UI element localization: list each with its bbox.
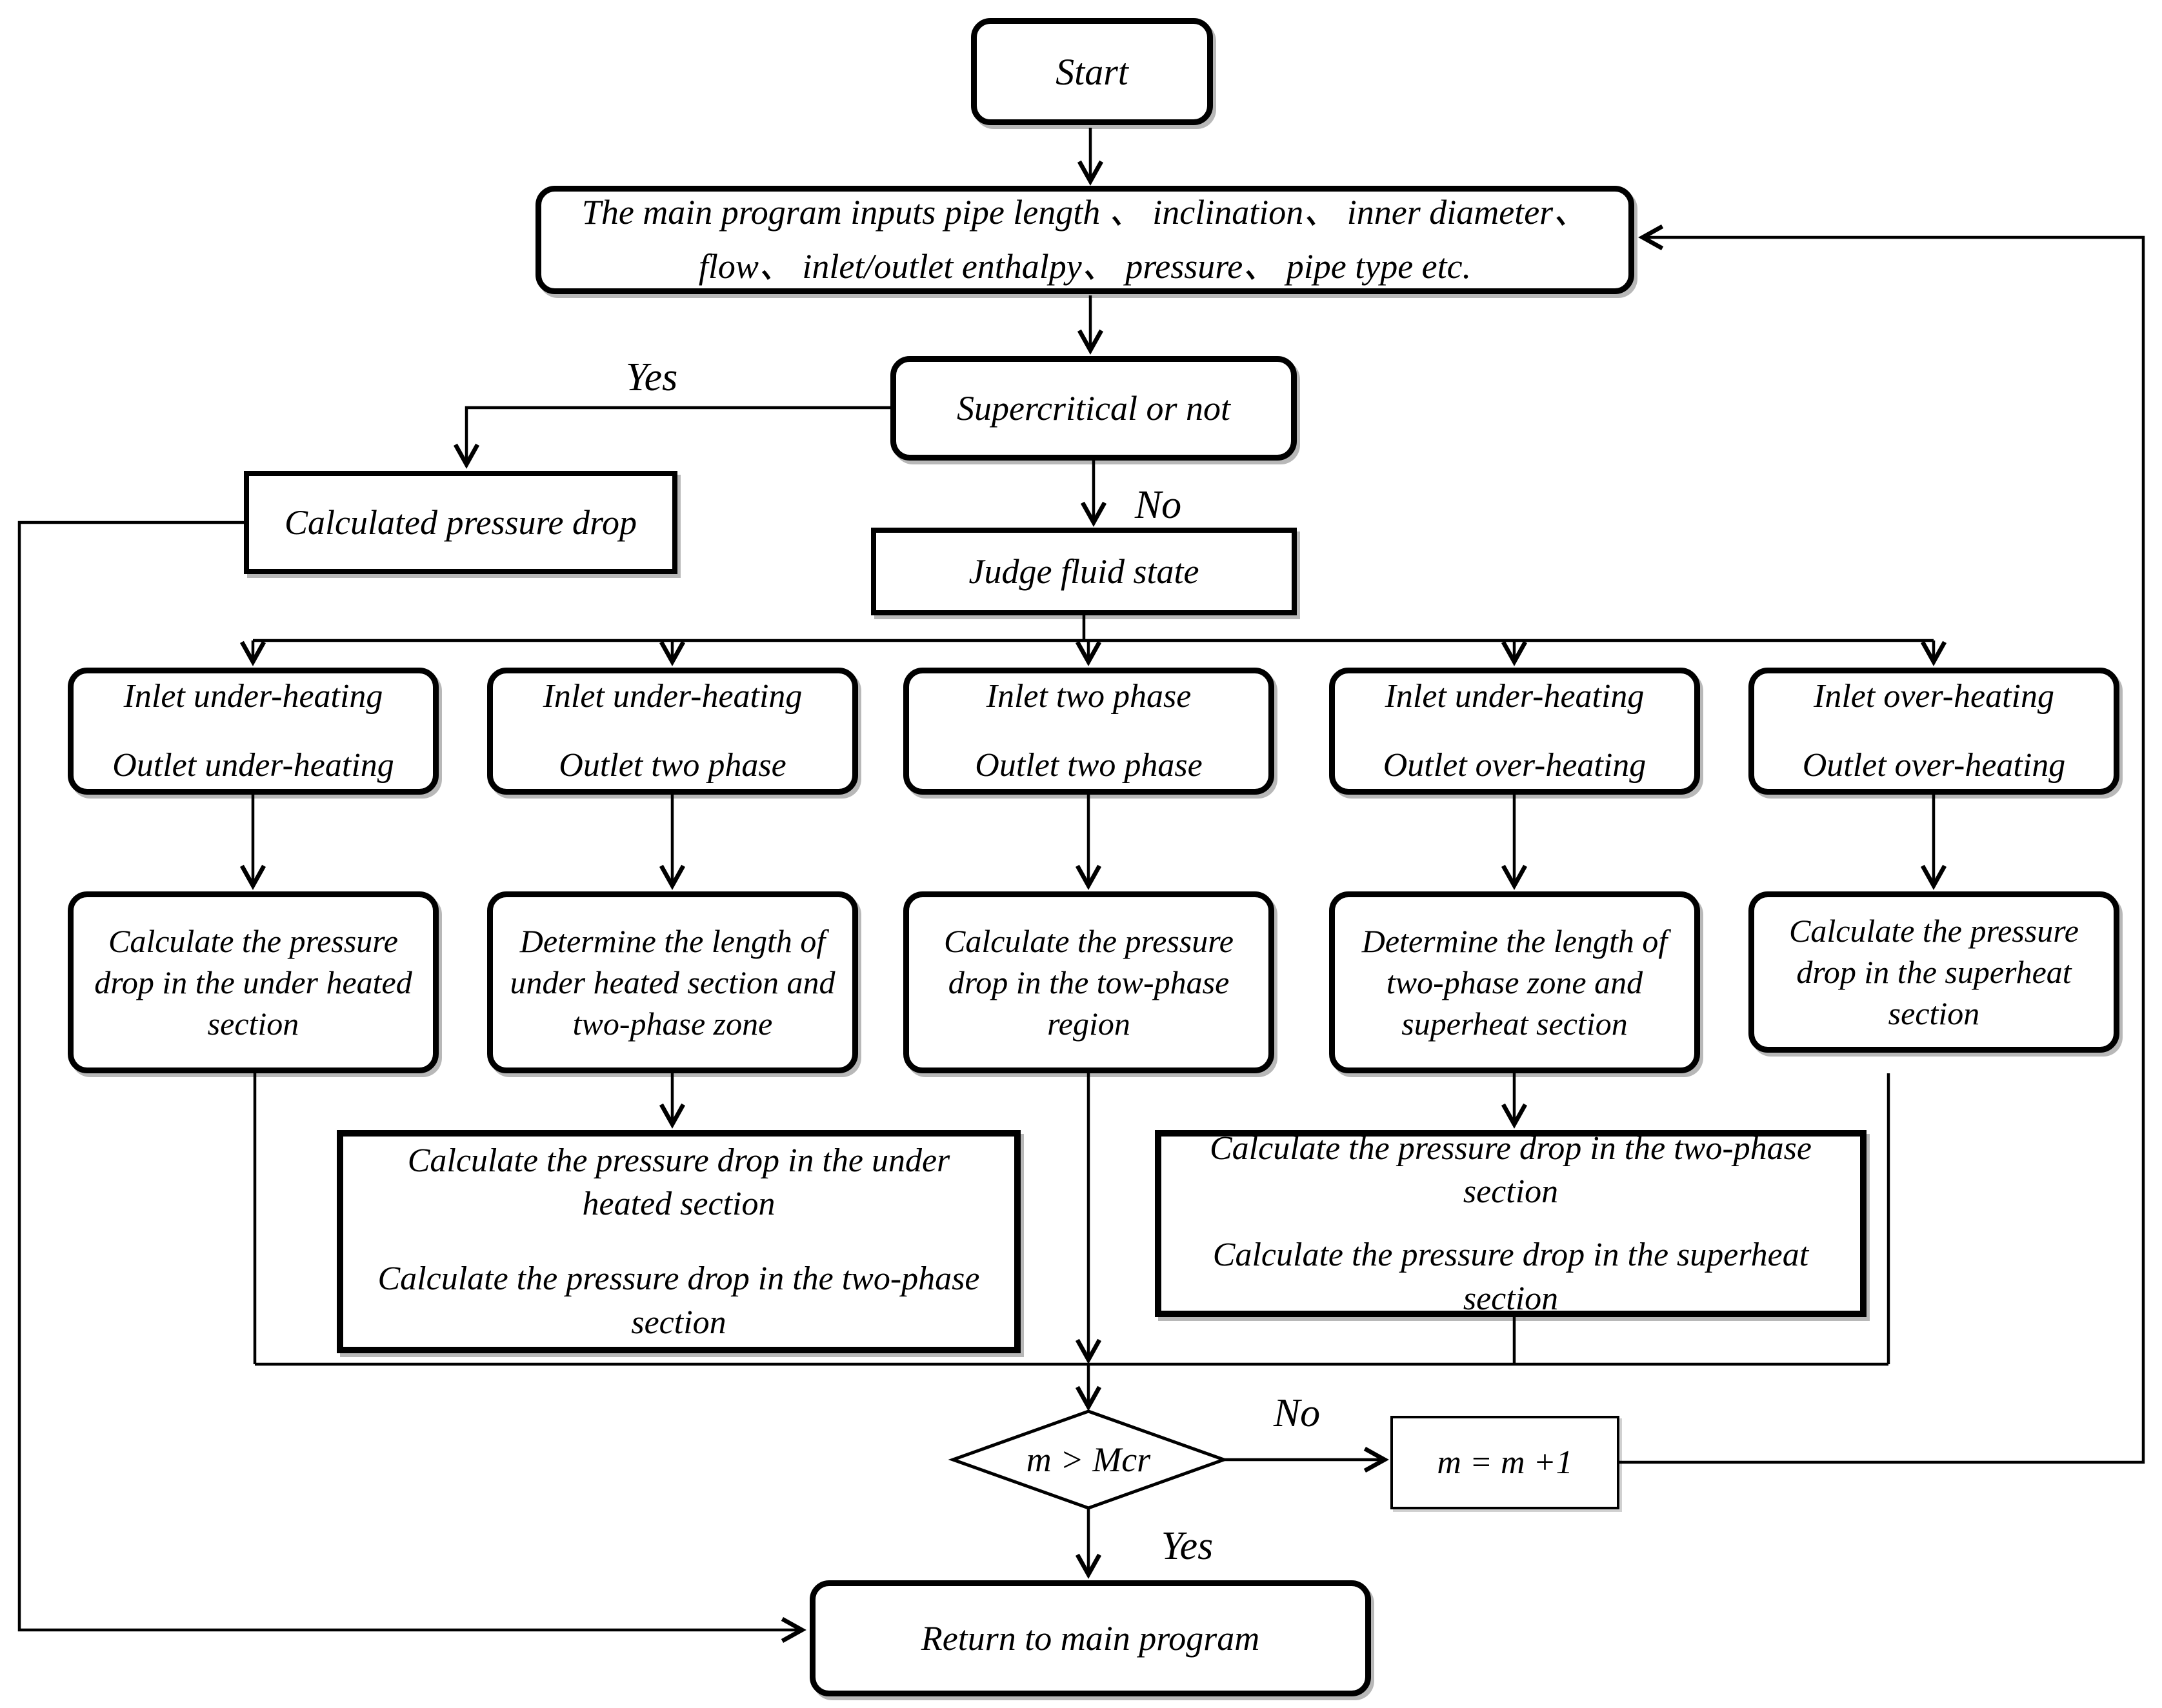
supercritical-node: Supercritical or not	[890, 356, 1297, 461]
calc-node-2: Determine the length of under heated sec…	[487, 891, 858, 1073]
judge-fluid-state-label: Judge fluid state	[968, 552, 1199, 591]
combined-right-node: Calculate the pressure drop in the two-p…	[1155, 1130, 1867, 1317]
branch-node-3: Inlet two phase Outlet two phase	[903, 668, 1274, 795]
combined-left-para1: Calculate the pressure drop in the under…	[407, 1142, 950, 1223]
return-label: Return to main program	[921, 1619, 1260, 1658]
branch-node-2: Inlet under-heating Outlet two phase	[487, 668, 858, 795]
combined-right-para1: Calculate the pressure drop in the two-p…	[1209, 1129, 1812, 1211]
main-input-line1: The main program inputs pipe length 、 in…	[581, 193, 1588, 232]
supercritical-label: Supercritical or not	[957, 389, 1230, 428]
branch-node-4: Inlet under-heating Outlet over-heating	[1329, 668, 1700, 795]
main-input-node: The main program inputs pipe length 、 in…	[535, 186, 1634, 294]
label-decision-no: No	[1273, 1391, 1321, 1435]
calc-node-5: Calculate the pressure drop in the super…	[1748, 891, 2119, 1053]
calc-node-4: Determine the length of two-phase zone a…	[1329, 891, 1700, 1073]
increment-node: m = m +1	[1390, 1416, 1619, 1509]
combined-left-node: Calculate the pressure drop in the under…	[337, 1130, 1021, 1353]
combined-right-para2: Calculate the pressure drop in the super…	[1212, 1236, 1809, 1317]
combined-left-para2: Calculate the pressure drop in the two-p…	[377, 1260, 980, 1341]
label-decision-yes: Yes	[1161, 1524, 1214, 1568]
branch-node-1: Inlet under-heating Outlet under-heating	[68, 668, 439, 795]
decision-diamond: m > Mcr	[953, 1411, 1224, 1508]
start-label: Start	[1056, 50, 1128, 93]
decision-label: m > Mcr	[1026, 1440, 1151, 1479]
calc-node-1: Calculate the pressure drop in the under…	[68, 891, 439, 1073]
start-node: Start	[971, 18, 1213, 125]
branch-node-5: Inlet over-heating Outlet over-heating	[1748, 668, 2119, 795]
main-input-line2: flow、 inlet/outlet enthalpy、 pressure、 p…	[698, 247, 1472, 286]
label-supercritical-no: No	[1134, 482, 1182, 527]
increment-label: m = m +1	[1437, 1444, 1573, 1481]
return-node: Return to main program	[810, 1580, 1371, 1696]
calculated-pressure-drop-label: Calculated pressure drop	[285, 503, 637, 542]
calculated-pressure-drop-node: Calculated pressure drop	[244, 471, 677, 574]
calc-node-3: Calculate the pressure drop in the tow-p…	[903, 891, 1274, 1073]
judge-fluid-state-node: Judge fluid state	[871, 528, 1297, 615]
label-supercritical-yes: Yes	[625, 355, 678, 399]
